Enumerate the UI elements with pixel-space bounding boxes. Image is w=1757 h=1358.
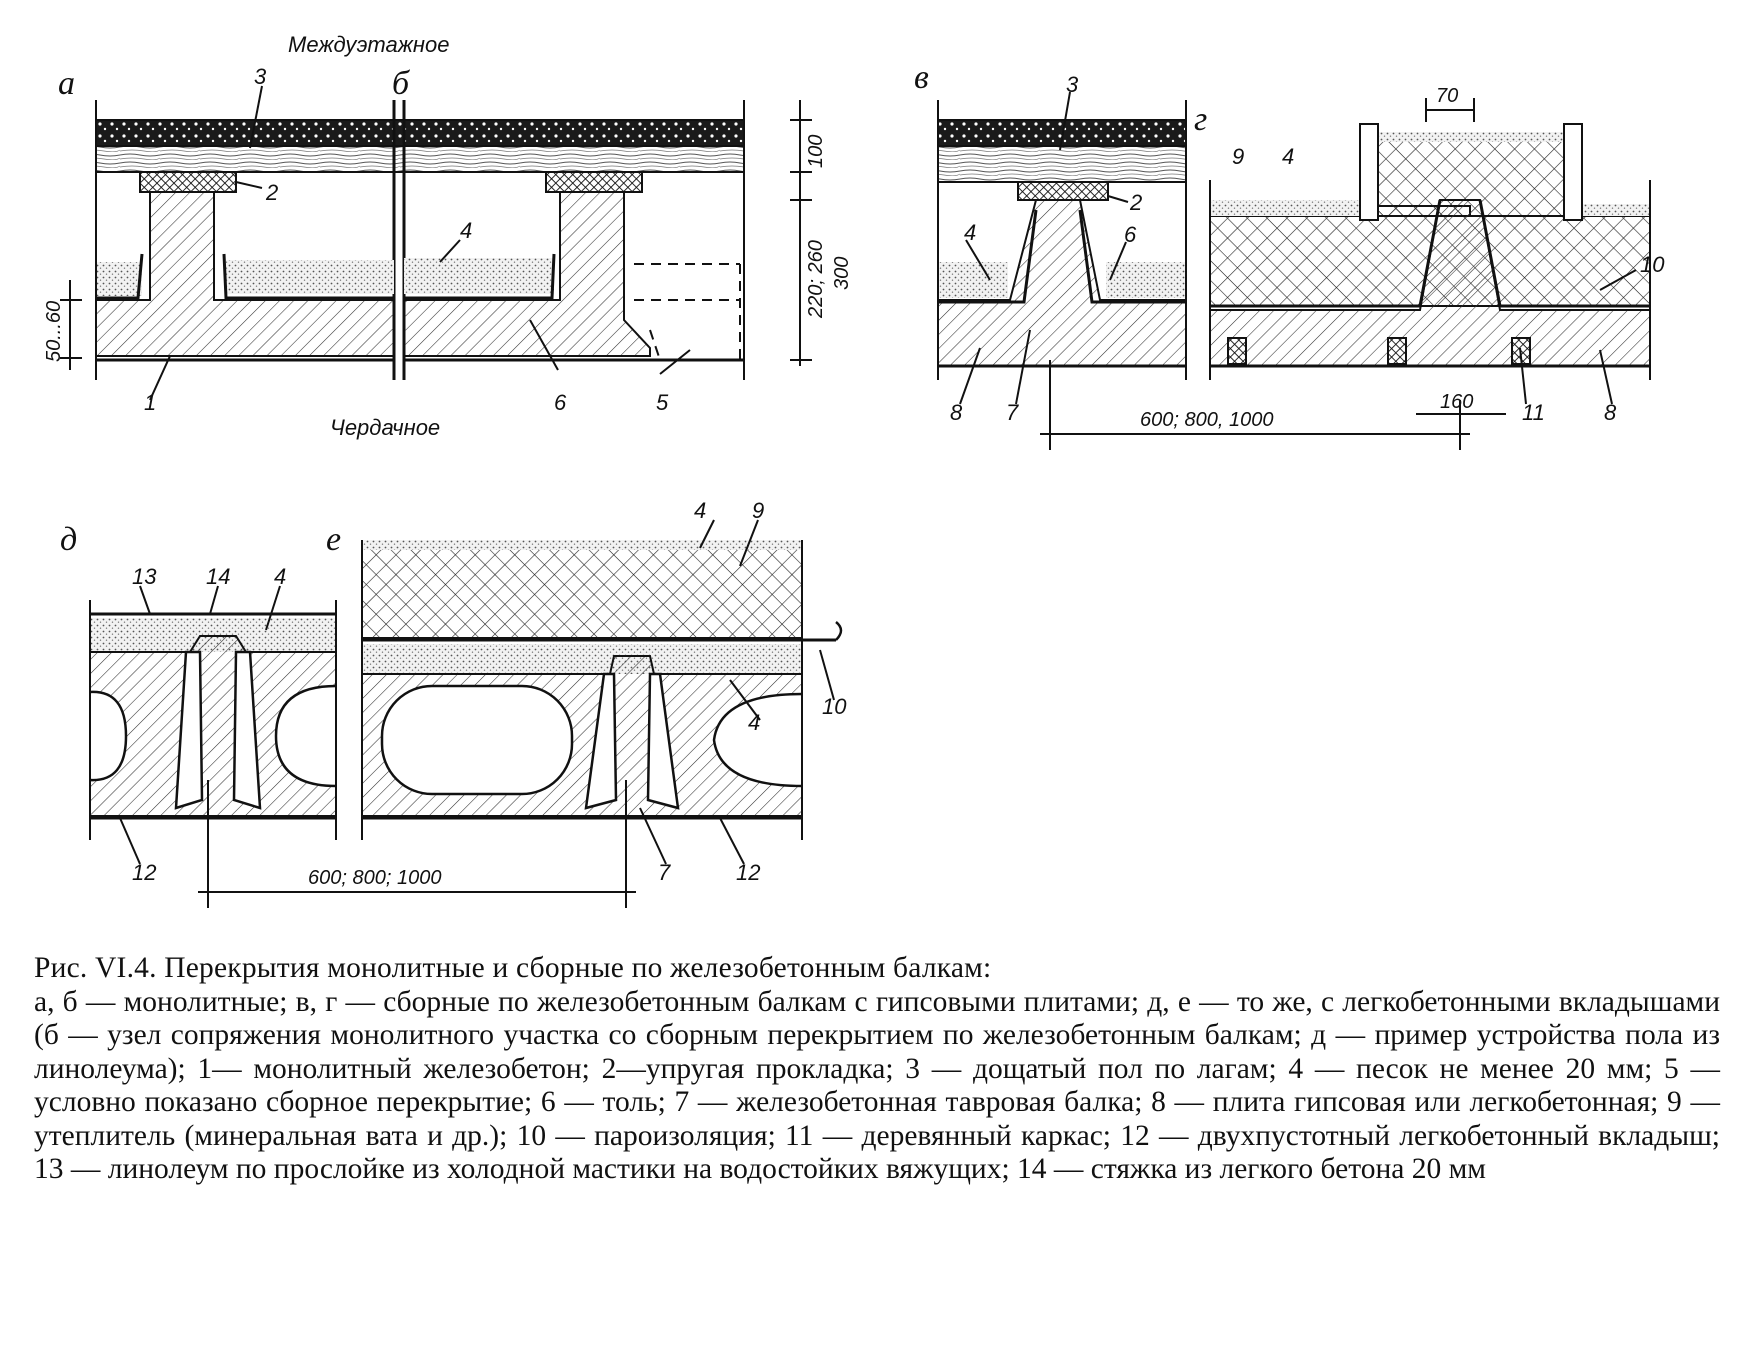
callout-d12: 12: [132, 860, 156, 885]
callout-e12: 12: [736, 860, 760, 885]
dim-100: 100: [805, 135, 827, 168]
callout-v3: 3: [1066, 72, 1079, 97]
callout-a2: 2: [265, 180, 278, 205]
dim-300: 300: [831, 257, 853, 290]
callout-v4: 4: [964, 220, 976, 245]
figure-caption: Рис. VI.4. Перекрытия монолитные и сборн…: [34, 952, 1720, 1187]
callout-e9: 9: [752, 498, 764, 523]
dim-70: 70: [1436, 85, 1458, 107]
callout-g9: 9: [1232, 144, 1244, 169]
callout-a5: 5: [656, 390, 669, 415]
label-interfloor: Междуэтажное: [288, 32, 449, 57]
callout-a6: 6: [554, 390, 567, 415]
callout-a1: 1: [144, 390, 156, 415]
callout-e4a: 4: [694, 498, 706, 523]
callout-e10: 10: [822, 694, 847, 719]
subfigure-d: д: [60, 521, 77, 558]
subfigure-v: в: [914, 59, 929, 96]
dim-50-60: 50...60: [43, 301, 65, 362]
panel-v-g-labels: в г 3 2 4 6 8 7 9 4 10 11 8 70 160 600; …: [914, 59, 1665, 431]
callout-g8: 8: [1604, 400, 1617, 425]
panel-d-e: [89, 519, 843, 908]
dim-span-d: 600; 800; 1000: [308, 867, 441, 889]
dim-220-260: 220; 260: [805, 240, 827, 319]
callout-a3: 3: [254, 64, 267, 89]
callout-g11: 11: [1522, 400, 1545, 425]
construction-diagram: а б Междуэтажное Чердачное 3 2 4 1 6 5 1…: [43, 32, 1665, 908]
caption-body: а, б — монолитные; в, г — сборные по жел…: [34, 985, 1720, 1186]
subfigure-a: а: [58, 65, 75, 102]
panel-a-b: [60, 85, 812, 401]
callout-d14: 14: [206, 564, 230, 589]
subfigure-g: г: [1194, 101, 1207, 138]
callout-e4b: 4: [748, 710, 760, 735]
callout-v8: 8: [950, 400, 963, 425]
dim-160: 160: [1440, 391, 1473, 413]
dim-span-v: 600; 800, 1000: [1140, 409, 1273, 431]
callout-e7: 7: [658, 860, 671, 885]
callout-d4: 4: [274, 564, 286, 589]
caption-title: Рис. VI.4. Перекрытия монолитные и сборн…: [34, 952, 992, 984]
callout-d13: 13: [132, 564, 157, 589]
subfigure-e: е: [326, 521, 341, 558]
subfigure-b: б: [392, 65, 411, 102]
callout-g4: 4: [1282, 144, 1294, 169]
label-attic: Чердачное: [330, 415, 440, 440]
callout-v7: 7: [1006, 400, 1019, 425]
callout-a4: 4: [460, 218, 472, 243]
callout-v6: 6: [1124, 222, 1137, 247]
callout-g10: 10: [1640, 252, 1665, 277]
callout-v2: 2: [1129, 190, 1142, 215]
panel-d-e-labels: д е 13 14 4 12 4 9 10 4 7 12 600; 800; 1…: [60, 498, 847, 889]
panel-v-g: [937, 91, 1651, 450]
panel-a-b-labels: а б Междуэтажное Чердачное 3 2 4 1 6 5 1…: [43, 32, 853, 440]
